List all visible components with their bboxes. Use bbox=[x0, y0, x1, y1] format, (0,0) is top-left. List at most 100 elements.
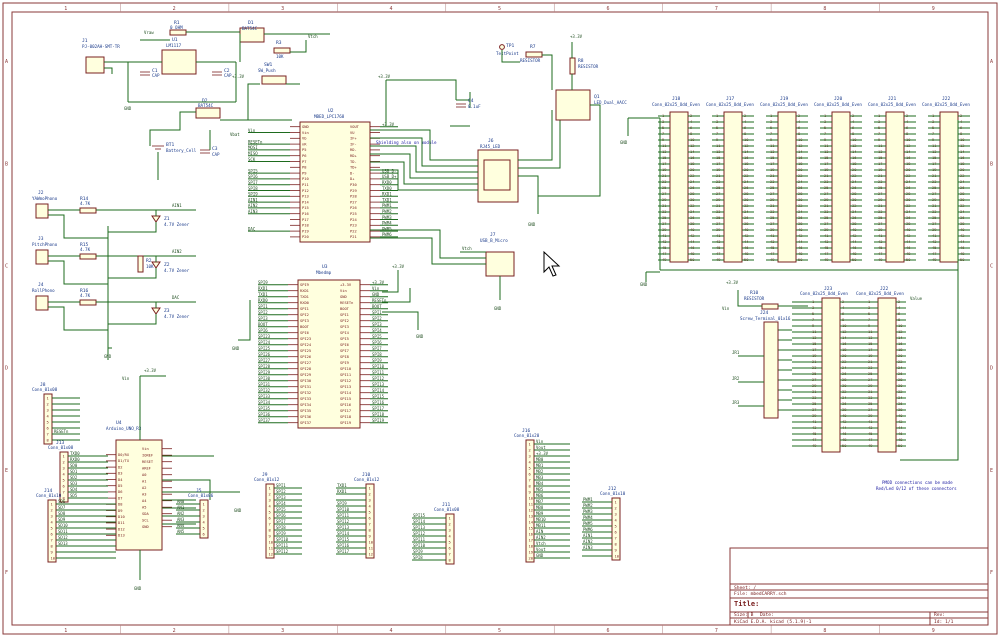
header-value: Conn_02x25_Odd_Even bbox=[800, 291, 848, 296]
power-jack[interactable] bbox=[85, 56, 105, 74]
pin-number: 5 bbox=[449, 540, 451, 544]
pin-label: P30 bbox=[350, 183, 357, 187]
net-label: SPI17 bbox=[337, 549, 350, 554]
net-label: PWM6 bbox=[382, 232, 392, 237]
mbedmp-body[interactable] bbox=[297, 279, 361, 429]
phono-jack[interactable] bbox=[35, 203, 49, 219]
net-label: SPI6 bbox=[248, 174, 258, 179]
net-label: SPI9 bbox=[276, 531, 286, 536]
input-resistor[interactable] bbox=[79, 253, 97, 260]
resistor-value: 4.7K bbox=[80, 247, 91, 252]
connector-body[interactable] bbox=[611, 497, 621, 561]
pin-label: P21 bbox=[350, 235, 357, 239]
header-2x25-lower[interactable] bbox=[821, 297, 841, 453]
screw-terminal[interactable] bbox=[763, 321, 779, 419]
pmod-note-1: PMOD connections can be made bbox=[882, 480, 953, 485]
connector-body[interactable] bbox=[43, 393, 53, 445]
pin-label: A1 bbox=[142, 480, 146, 484]
net-label: DAC bbox=[248, 226, 256, 231]
pin-number: 1 bbox=[47, 396, 49, 400]
pin-number: 4 bbox=[47, 414, 50, 418]
zener-diode[interactable] bbox=[151, 307, 161, 315]
header-ref: J17 bbox=[726, 96, 735, 102]
pin-number: 3 bbox=[47, 408, 49, 412]
testpoint-tp1[interactable] bbox=[499, 44, 505, 50]
led-q1[interactable] bbox=[555, 89, 591, 121]
resistor-r1[interactable] bbox=[169, 29, 187, 36]
usb-ref: J7 bbox=[490, 232, 496, 238]
zener-diode[interactable] bbox=[151, 215, 161, 223]
connector-body[interactable] bbox=[525, 439, 535, 563]
pin-label: P18 bbox=[302, 224, 309, 228]
header-2x25[interactable] bbox=[777, 111, 797, 263]
net-label: SCK bbox=[248, 157, 256, 162]
resistor-r8[interactable] bbox=[569, 57, 576, 75]
connector-body[interactable] bbox=[199, 499, 209, 539]
net-label: SD3 bbox=[70, 481, 78, 486]
resistor-r3[interactable] bbox=[273, 47, 291, 54]
diode-d2[interactable] bbox=[195, 107, 221, 119]
pin-label: SPI24 bbox=[300, 343, 312, 347]
sw1-ref: SW1 bbox=[264, 62, 273, 68]
switch-sw1[interactable] bbox=[261, 75, 287, 85]
usb-value: USB_B_Micro bbox=[480, 238, 508, 243]
d2-value: BAT54C bbox=[198, 103, 214, 108]
header-2x25[interactable] bbox=[669, 111, 689, 263]
connector-body[interactable] bbox=[47, 499, 57, 563]
pin-label: P13 bbox=[302, 195, 309, 199]
net-label: MB3 bbox=[536, 475, 544, 480]
regulator[interactable] bbox=[161, 49, 197, 75]
mbedmp-ref: U3 bbox=[322, 264, 328, 270]
net-label: SPI14 bbox=[337, 531, 350, 536]
net-label: RXD0 bbox=[258, 298, 268, 303]
resistor-r7[interactable] bbox=[525, 51, 543, 58]
edge-row-label: D bbox=[990, 366, 993, 372]
connector-body[interactable] bbox=[265, 483, 275, 559]
header-2x25[interactable] bbox=[939, 111, 959, 263]
connector-ref: J5 bbox=[196, 488, 202, 494]
header-2x25[interactable] bbox=[885, 111, 905, 263]
pot-r2[interactable] bbox=[137, 255, 144, 273]
net-label: SPI30 bbox=[258, 376, 271, 381]
input-resistor[interactable] bbox=[79, 207, 97, 214]
net-label: SPI12 bbox=[413, 531, 426, 536]
arduino-body[interactable] bbox=[115, 439, 163, 551]
net-label: SPI7 bbox=[276, 519, 286, 524]
header-2x25[interactable] bbox=[723, 111, 743, 263]
pin-number: 1 bbox=[63, 454, 65, 458]
net-label: Vin bbox=[372, 286, 380, 291]
v33-label-mcu: +3.3V bbox=[378, 74, 391, 79]
net-label: +3.3V bbox=[536, 451, 549, 456]
screw-value: Screw_Terminal_01x16 bbox=[740, 316, 791, 321]
mcu-body[interactable] bbox=[299, 121, 371, 243]
net-label: USB_D+ bbox=[382, 174, 397, 179]
net-label: AN3 bbox=[177, 517, 185, 522]
input-resistor[interactable] bbox=[79, 299, 97, 306]
arduino-block: U4 Arduino_UNO_R3 D0/RXD1/TXD2D3D4D5D6D7… bbox=[106, 368, 242, 591]
resistor-r10[interactable] bbox=[761, 303, 779, 310]
tp1-value: TestPoint bbox=[496, 51, 519, 56]
header-2x25-lower[interactable] bbox=[877, 297, 897, 453]
pin-number: 2 bbox=[449, 522, 451, 526]
net-label: TXD1 bbox=[258, 292, 268, 297]
q1-value: LED_Dual_AACC bbox=[594, 100, 627, 105]
phono-jack[interactable] bbox=[35, 295, 49, 311]
power-jack-ref: J1 bbox=[82, 38, 88, 44]
phono-jack[interactable] bbox=[35, 249, 49, 265]
net-label: MB7 bbox=[536, 499, 544, 504]
usb-connector[interactable] bbox=[485, 251, 515, 277]
c1-ref: C1 bbox=[152, 68, 158, 74]
pin-label: RXD1 bbox=[300, 289, 309, 293]
connector-body[interactable] bbox=[445, 513, 455, 565]
tb-kicad: KiCad E.D.A. kicad (5.1.9)-1 bbox=[734, 619, 812, 625]
connector-ref: J11 bbox=[442, 502, 451, 508]
connector-body[interactable] bbox=[365, 483, 375, 559]
pin-number: 1 bbox=[203, 502, 205, 506]
connector-body[interactable] bbox=[59, 451, 69, 503]
header-2x25[interactable] bbox=[831, 111, 851, 263]
pin-label: D6 bbox=[118, 490, 122, 494]
vraw-label: Vraw bbox=[144, 30, 154, 35]
edge-row-label: D bbox=[5, 366, 8, 372]
edge-col-label: 6 bbox=[606, 6, 609, 12]
